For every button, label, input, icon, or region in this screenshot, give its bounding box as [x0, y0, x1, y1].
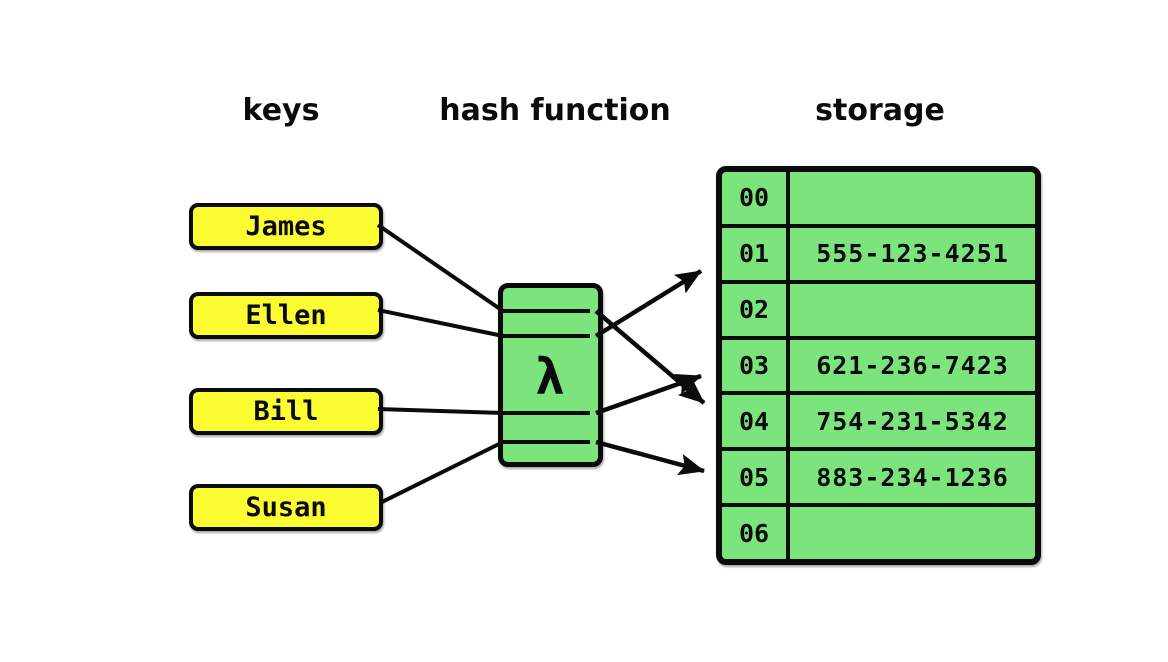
key-box-susan: Susan — [189, 484, 383, 531]
storage-row-03: 03 621-236-7423 — [722, 339, 1035, 396]
storage-index: 02 — [722, 283, 790, 336]
line-susan-to-hash — [379, 440, 504, 505]
storage-value: 883-234-1236 — [816, 462, 1009, 492]
storage-value — [790, 172, 1035, 224]
arrow-hash-to-slot-03 — [595, 373, 702, 416]
storage-row-05: 05 883-234-1236 — [722, 451, 1035, 508]
arrow-hash-to-slot-01 — [594, 269, 703, 338]
keys-column-header: keys — [242, 93, 320, 128]
hash-function-column-header: hash function — [439, 93, 671, 128]
storage-value: 555-123-4251 — [816, 239, 1009, 269]
line-ellen-to-hash — [377, 308, 504, 338]
key-box-james: James — [189, 203, 383, 250]
storage-index: 01 — [722, 227, 790, 280]
storage-index: 04 — [722, 395, 790, 448]
storage-row-02: 02 — [722, 283, 1035, 340]
key-box-bill: Bill — [189, 388, 383, 435]
key-box-ellen: Ellen — [189, 292, 383, 339]
storage-index: 00 — [722, 172, 790, 224]
lambda-symbol: λ — [534, 348, 566, 406]
line-bill-to-hash — [377, 407, 504, 415]
arrow-hash-to-slot-04 — [594, 309, 706, 405]
storage-value — [790, 507, 1035, 559]
storage-column-header: storage — [815, 93, 945, 128]
storage-table: 00 01 555-123-4251 02 03 621-236-7423 04… — [716, 166, 1041, 565]
storage-index: 06 — [722, 507, 790, 560]
storage-row-01: 01 555-123-4251 — [722, 227, 1035, 284]
storage-row-04: 04 754-231-5342 — [722, 395, 1035, 452]
storage-value — [790, 284, 1035, 336]
storage-value: 621-236-7423 — [816, 351, 1009, 380]
storage-index: 05 — [722, 451, 790, 504]
storage-index: 03 — [722, 339, 790, 392]
hash-function-box — [498, 283, 603, 467]
storage-row-06: 06 — [722, 507, 1035, 560]
arrow-hash-to-slot-05 — [595, 439, 705, 476]
storage-value: 754-231-5342 — [816, 406, 1009, 436]
line-james-to-hash — [376, 223, 505, 313]
storage-row-00: 00 — [722, 172, 1035, 228]
